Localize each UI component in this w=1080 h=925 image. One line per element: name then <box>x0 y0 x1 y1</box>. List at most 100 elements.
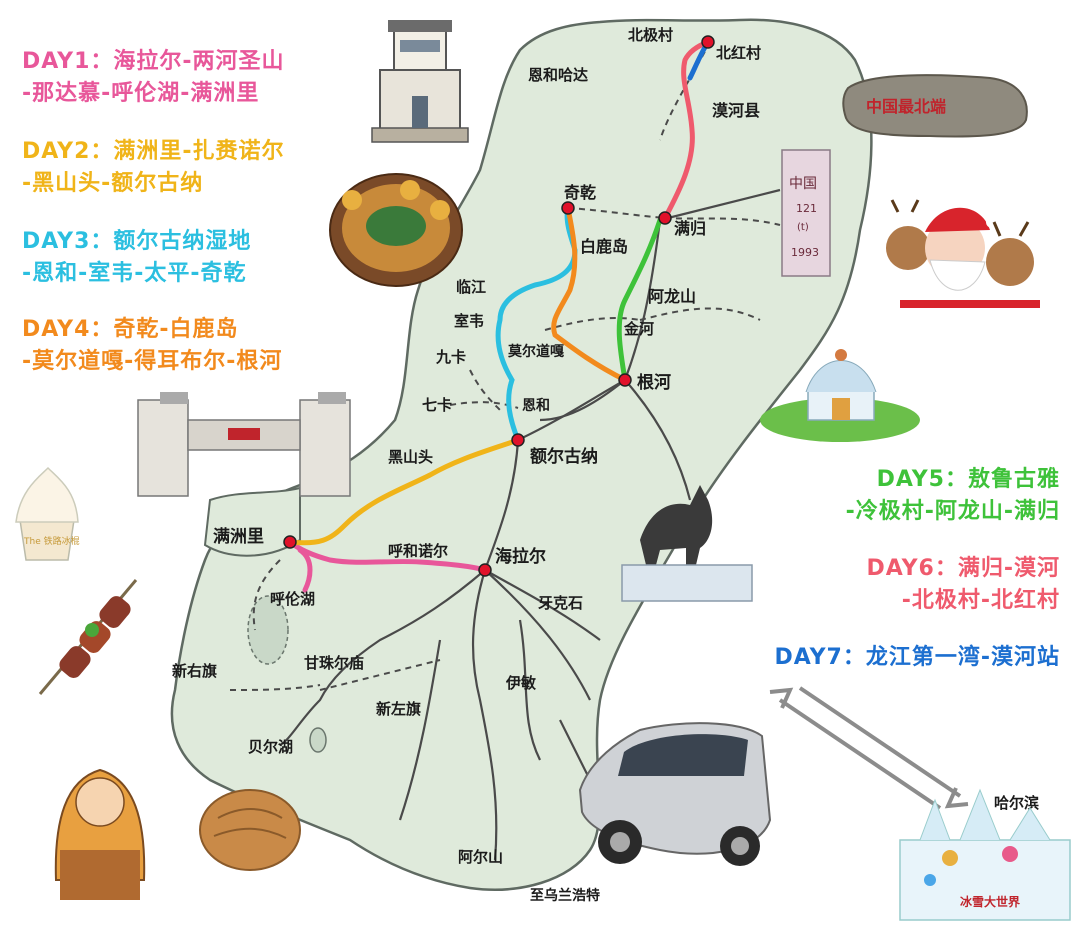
label-shiwei: 室韦 <box>454 312 484 330</box>
road <box>484 569 591 701</box>
itinerary-day7: DAY7：龙江第一湾-漠河站 <box>774 642 1060 674</box>
day4-label: DAY4： <box>22 317 114 342</box>
dashed-road <box>319 659 441 691</box>
route-day2 <box>287 437 521 546</box>
harbin-double-arrow <box>769 686 969 810</box>
festival-banner <box>621 564 753 602</box>
city-dot-genhe <box>618 373 632 387</box>
day7-label: DAY7： <box>774 645 866 670</box>
hulun-lake <box>247 595 289 665</box>
city-dot-qiqian <box>561 201 575 215</box>
arrow-head <box>944 787 969 809</box>
label-mangui: 满归 <box>674 219 706 238</box>
ice-cream: The 铁路冰棍 <box>15 466 80 561</box>
day3-line1: 额尔古纳湿地 <box>113 229 252 254</box>
route-day5 <box>616 217 663 383</box>
dashed-road <box>639 307 761 321</box>
label-hailaer: 海拉尔 <box>495 546 546 567</box>
road <box>518 619 541 761</box>
watchtower-illustration <box>371 20 469 143</box>
road <box>484 569 601 641</box>
label-jiuka: 九卡 <box>435 348 466 366</box>
day3-label: DAY3： <box>22 229 114 254</box>
dashed-roads <box>229 41 781 691</box>
ice-castle: 冰雪大世界 <box>899 788 1071 921</box>
road-network <box>279 188 781 861</box>
horse-statue <box>640 485 713 565</box>
land-left-arm <box>203 486 301 557</box>
itinerary-day6: DAY6：满归-漠河 -北极村-北红村 <box>866 553 1060 617</box>
dashed-road <box>252 559 281 631</box>
day5-line1: 敖鲁古雅 <box>967 467 1060 492</box>
day1-label: DAY1： <box>22 49 114 74</box>
buir-lake <box>309 727 327 753</box>
itinerary-day3: DAY3：额尔古纳湿地 -恩和-室韦-太平-奇乾 <box>22 226 251 290</box>
itinerary-day5: DAY5：敖鲁古雅 -冷极村-阿龙山-满归 <box>846 464 1060 528</box>
arrow-line <box>778 698 942 810</box>
day6-label: DAY6： <box>866 556 958 581</box>
label-beijicun: 北极村 <box>628 26 673 44</box>
rock-text: 中国最北端 <box>866 97 946 116</box>
label-linjiang: 临江 <box>456 278 486 296</box>
label-genhe: 根河 <box>637 372 671 393</box>
yurt <box>760 349 920 442</box>
day4-line2: -莫尔道嘎-得耳布尔-根河 <box>22 349 283 374</box>
label-mohexian: 漠河县 <box>712 101 760 120</box>
route-day6 <box>662 39 711 221</box>
label-manzhouli: 满洲里 <box>213 526 264 547</box>
road <box>279 569 486 746</box>
day1-line1: 海拉尔-两河圣山 <box>113 49 285 74</box>
suv-car <box>578 722 772 866</box>
boundary-stone: 中国 121 (t) 1993 <box>781 149 831 277</box>
label-xinyouqi: 新右旗 <box>172 662 217 680</box>
city-dot-manzhouli <box>283 535 297 549</box>
route-day1 <box>287 539 488 593</box>
day2-line1: 满洲里-扎赉诺尔 <box>113 139 285 164</box>
dashed-road <box>567 207 666 219</box>
day5-label: DAY5： <box>876 467 968 492</box>
ice-world-label: 冰雪大世界 <box>960 894 1020 909</box>
route-day4 <box>551 205 628 383</box>
label-huhenuoer: 呼和诺尔 <box>388 542 448 560</box>
day4-line1: 奇乾-白鹿岛 <box>113 317 239 342</box>
ice-cream-brand: The 铁路冰棍 <box>23 535 80 547</box>
matryoshka-doll <box>54 768 146 900</box>
label-alongshan: 阿龙山 <box>648 287 696 306</box>
boundary-stone-top: 中国 <box>789 176 817 192</box>
label-yakeshi: 牙克石 <box>538 594 583 612</box>
city-dots <box>283 35 715 577</box>
label-haerbin: 哈尔滨 <box>994 794 1039 812</box>
city-dot-erguna <box>511 433 525 447</box>
label-xinzuoqi: 新左旗 <box>376 700 421 718</box>
label-aershan: 阿尔山 <box>458 848 503 866</box>
city-dot-hailaer <box>478 563 492 577</box>
day5-line2: -冷极村-阿龙山-满归 <box>845 499 1060 524</box>
label-moerdaoga: 莫尔道嘎 <box>507 343 564 360</box>
dashed-road <box>469 369 501 411</box>
road <box>624 379 692 501</box>
santa-reindeer <box>886 199 1040 308</box>
day6-line2: -北极村-北红村 <box>901 588 1060 613</box>
dashed-road <box>229 684 321 691</box>
road <box>539 379 626 422</box>
day1-line2: -那达慕-呼伦湖-满洲里 <box>22 81 260 106</box>
boundary-stone-sub: (t) <box>797 222 809 233</box>
label-heishantou: 黑山头 <box>388 448 433 466</box>
day3-line2: -恩和-室韦-太平-奇乾 <box>22 261 247 286</box>
food-plate <box>329 173 463 287</box>
boundary-stone-bottom: 1993 <box>791 246 819 259</box>
dashed-road <box>664 217 781 226</box>
day6-line1: 满归-漠河 <box>957 556 1060 581</box>
border-gate <box>137 392 351 497</box>
road <box>623 219 662 381</box>
label-hulunhu: 呼伦湖 <box>270 590 315 608</box>
road <box>659 188 781 222</box>
dashed-road <box>449 401 519 409</box>
label-enhehada: 恩和哈达 <box>528 66 588 84</box>
road <box>517 379 626 441</box>
label-erguna: 额尔古纳 <box>530 446 598 467</box>
day2-label: DAY2： <box>22 139 114 164</box>
road <box>483 439 520 571</box>
